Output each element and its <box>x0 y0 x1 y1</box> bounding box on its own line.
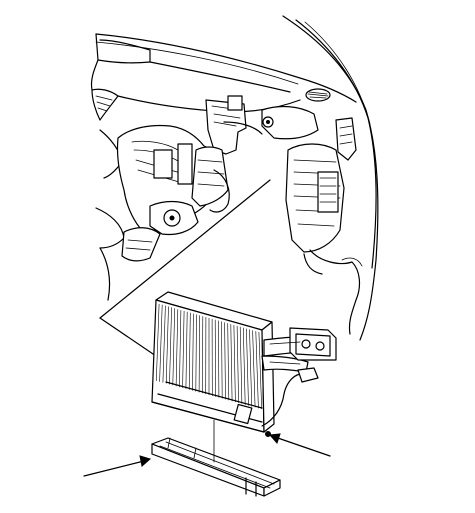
core-fins <box>156 303 262 410</box>
core-fin <box>233 325 236 403</box>
core-fin <box>156 303 160 381</box>
core-fin <box>224 322 226 400</box>
core-fin <box>179 310 182 388</box>
pipe-connector-block <box>261 327 337 373</box>
heater-blower-housing <box>116 95 263 262</box>
core-fin <box>192 313 194 391</box>
core-fin <box>182 310 185 388</box>
evaporator-core <box>151 291 275 433</box>
drain-tray <box>151 437 281 497</box>
core-fin <box>236 325 239 403</box>
arrow-tray-head <box>139 455 152 467</box>
callout-lines <box>83 419 331 477</box>
core-fin <box>169 307 172 385</box>
core-fin <box>243 327 246 405</box>
core-fin <box>198 315 200 393</box>
core-fin <box>195 314 197 392</box>
core-fin <box>252 330 256 408</box>
core-fin <box>162 305 166 383</box>
core-fin <box>188 312 191 390</box>
core-fin <box>255 331 259 409</box>
core-fin <box>172 308 175 386</box>
core-fin <box>246 328 249 406</box>
core-fin <box>239 326 243 404</box>
arrow-core-line <box>271 435 331 457</box>
core-fin <box>159 304 163 382</box>
core-fin <box>230 324 233 402</box>
core-fin <box>227 323 230 401</box>
core-fin <box>185 311 188 389</box>
core-fin <box>218 320 220 398</box>
arrow-tray-line <box>83 459 149 477</box>
core-fin <box>175 309 179 387</box>
core-fin <box>249 329 253 407</box>
core-fin <box>221 321 223 399</box>
core-fin <box>165 306 169 384</box>
arrow-core-head <box>268 433 281 444</box>
core-fin <box>258 332 262 410</box>
temperature-sensor-wire <box>261 367 319 437</box>
right-dash-structure <box>261 105 363 335</box>
